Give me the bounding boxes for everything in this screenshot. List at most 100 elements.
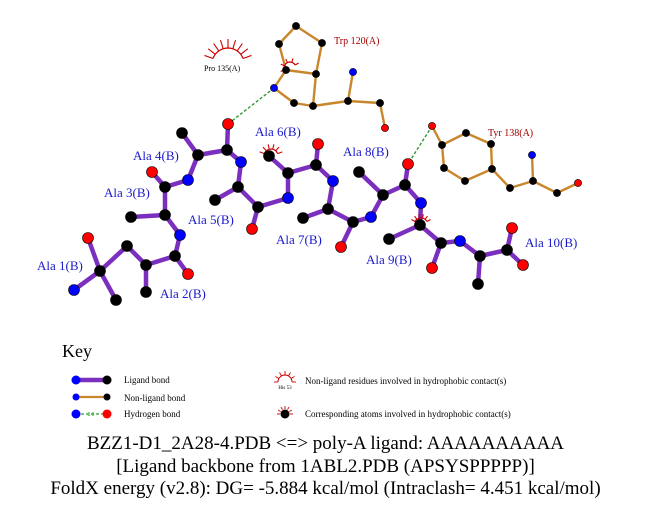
carbon-atom	[501, 244, 513, 256]
nonligand-bond	[443, 166, 466, 183]
nonligand-bond	[464, 167, 493, 183]
ligand-residue-label: Ala 6(B)	[255, 124, 301, 139]
oxygen-atom	[335, 241, 347, 253]
key-hbond-distance: 3.0	[88, 412, 95, 418]
carbon-atom	[275, 40, 283, 48]
hydrophobic-spoke	[262, 146, 267, 152]
ligand-residue-label: Ala 9(B)	[366, 252, 412, 267]
carbon-atom	[221, 144, 233, 156]
ligand-residue-label: Ala 5(B)	[188, 212, 234, 227]
nonligand-bond	[465, 131, 492, 146]
hydrophobic-spoke	[232, 39, 237, 49]
nonligand-bond	[295, 24, 323, 45]
oxygen-atom	[82, 232, 94, 244]
key-atom-spoke	[280, 406, 283, 410]
ligand-bond	[97, 243, 130, 274]
key-hydrophobic-example-label: His 53	[278, 386, 292, 391]
hydrophobic-spoke	[213, 43, 220, 52]
carbon-atom	[322, 203, 334, 215]
carbon-atom	[159, 181, 171, 193]
carbon-atom	[438, 141, 446, 149]
carbon-atom	[377, 189, 389, 201]
nonligand-bond	[347, 99, 381, 105]
hydrophobic-spoke	[421, 214, 424, 219]
carbon-atom	[376, 99, 384, 107]
key-carbon-atom	[102, 375, 112, 385]
carbon-atom	[462, 129, 470, 137]
carbon-atom	[140, 286, 152, 298]
nonligand-bond	[285, 68, 317, 76]
nonligand-bond	[441, 131, 467, 147]
pro135-hydrophobic-arc	[204, 39, 252, 60]
nitrogen-atom	[235, 156, 247, 168]
nitrogen-atom	[174, 229, 186, 241]
nitrogen-atom	[528, 151, 536, 159]
protein-residue-label: Pro 135(A)	[204, 64, 241, 73]
nonligand-bond	[314, 42, 324, 75]
key-hydrophobic-spoke	[275, 376, 280, 379]
ligand-bond	[85, 235, 103, 274]
carbon-atom	[347, 216, 359, 228]
hydrophobic-spoke	[242, 54, 252, 60]
key-atom-spoke	[289, 409, 293, 412]
nonligand-bond	[532, 179, 558, 195]
caption-line-2: [Ligand backbone from 1ABL2.PDB (APSYSPP…	[116, 456, 535, 477]
oxygen-atom	[222, 118, 234, 130]
nitrogen-atom	[68, 284, 80, 296]
ligand-residue-label: Ala 3(B)	[104, 185, 150, 200]
nonligand-bond	[530, 154, 535, 182]
hydrogen-bond	[407, 125, 433, 165]
ala9-contact-arc	[411, 214, 431, 222]
hydrophobic-spoke	[219, 39, 224, 49]
atoms	[68, 22, 582, 306]
carbon-atom	[232, 181, 244, 193]
carbon-atom	[263, 150, 275, 162]
nonligand-bond	[311, 73, 318, 107]
ligand-residue-label: Ala 4(B)	[133, 148, 179, 163]
key-nitrogen-atom	[72, 393, 80, 401]
key-hydrophobic-spoke	[290, 376, 295, 379]
key-hydrophobic-spoke	[279, 372, 282, 377]
hydrogen-bond	[227, 87, 275, 125]
hydrophobic-spoke	[414, 215, 418, 220]
carbon-atom	[292, 22, 300, 30]
ligand-residue-label: Ala 2(B)	[160, 286, 206, 301]
key-carbon-atom	[103, 393, 111, 401]
hydrophobic-spoke	[280, 63, 285, 67]
key-title: Key	[62, 341, 92, 361]
nitrogen-atom	[282, 192, 294, 204]
oxygen-atom	[402, 158, 414, 170]
ligand-residue-label: Ala 10(B)	[525, 235, 577, 250]
carbon-atom	[159, 209, 171, 221]
key-nitrogen-atom	[71, 409, 81, 419]
ligand-residue-label: Ala 8(B)	[343, 144, 389, 159]
carbon-atom	[209, 194, 221, 206]
hydrophobic-spoke	[267, 144, 270, 150]
hydrophobic-spoke	[418, 214, 421, 219]
key-atom-spoke	[277, 409, 281, 412]
key-nitrogen-atom	[71, 375, 81, 385]
hydrophobic-arc	[414, 217, 428, 222]
carbon-atom	[383, 233, 395, 245]
carbon-atom	[297, 212, 309, 224]
hydrogen-bonds	[227, 87, 433, 165]
carbon-atom	[94, 265, 106, 277]
oxygen-atom	[426, 262, 438, 274]
ligand-residue-label: Ala 1(B)	[37, 258, 83, 273]
oxygen-atom	[506, 222, 518, 234]
carbon-atom	[125, 211, 137, 223]
ala6-contact-arc	[259, 144, 283, 155]
carbon-atom	[140, 259, 152, 271]
nitrogen-atom	[415, 197, 427, 209]
carbon-atom	[310, 159, 322, 171]
hydrophobic-spoke	[236, 43, 243, 52]
protein-residue-label: Tyr 138(A)	[488, 128, 533, 139]
nitrogen-atom	[349, 68, 357, 76]
hydrophobic-spoke	[275, 146, 280, 152]
carbon-atom	[252, 201, 264, 213]
carbon-atom	[506, 184, 514, 192]
oxygen-atom	[246, 223, 258, 235]
key-contact-atom	[280, 409, 290, 419]
carbon-atom	[353, 166, 365, 178]
